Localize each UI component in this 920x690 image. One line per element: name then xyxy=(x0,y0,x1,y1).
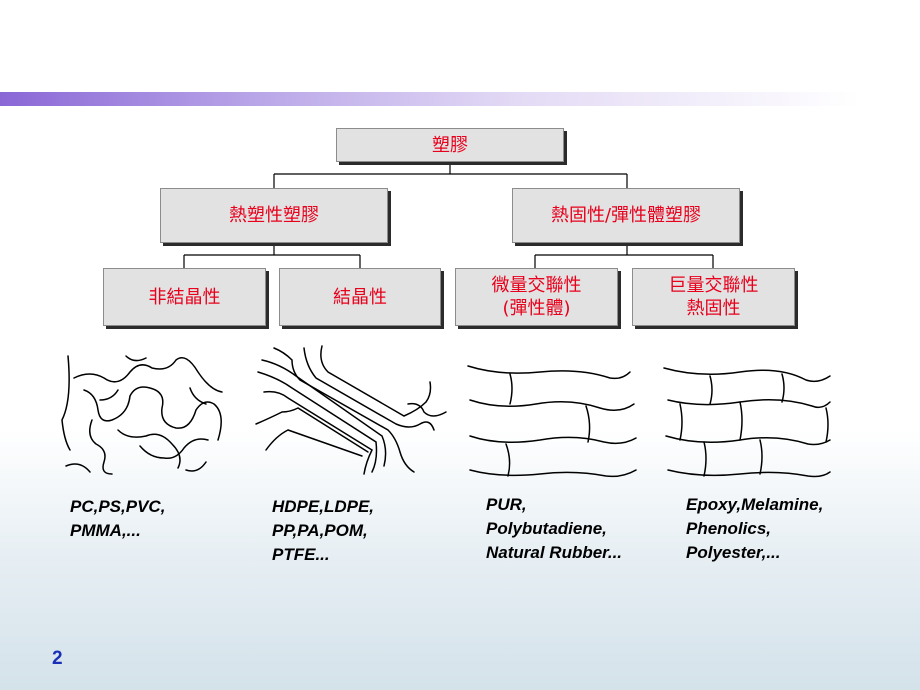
amorphous-node-label: 非結晶性 xyxy=(148,286,221,308)
heavily-crosslinked-label-line1: 巨量交聯性 xyxy=(668,275,759,296)
crystalline-node-label: 結晶性 xyxy=(333,286,387,308)
crystalline-examples: HDPE,LDPE, PP,PA,POM, PTFE... xyxy=(272,495,374,567)
lightly-crosslinked-label-line2: (彈性體) xyxy=(502,298,571,319)
title-accent-bar xyxy=(0,92,860,106)
crystalline-node: 結晶性 xyxy=(279,268,441,326)
lightly-crosslinked-label-line1: 微量交聯性 xyxy=(491,275,582,296)
page-number: 2 xyxy=(52,648,63,669)
amorphous-chain-sketch xyxy=(61,355,223,475)
example-line: PMMA,... xyxy=(70,521,141,540)
thermoplastic-node: 熱塑性塑膠 xyxy=(160,188,388,243)
thermoset-network-sketch xyxy=(663,367,831,478)
lightly-crosslinked-node: 微量交聯性 (彈性體) xyxy=(455,268,618,326)
example-line: PC,PS,PVC, xyxy=(70,497,166,516)
example-line: PTFE... xyxy=(272,545,330,564)
thermoset-node-label: 熱固性/彈性體塑膠 xyxy=(550,205,702,226)
heavily-crosslinked-node: 巨量交聯性 熱固性 xyxy=(632,268,795,326)
example-line: HDPE,LDPE, xyxy=(272,497,375,516)
thermoset-examples: Epoxy,Melamine, Phenolics, Polyester,... xyxy=(686,493,823,565)
root-node-label: 塑膠 xyxy=(432,134,468,156)
example-line: PUR, xyxy=(486,495,527,514)
thermoplastic-node-label: 熱塑性塑膠 xyxy=(229,205,319,226)
amorphous-examples: PC,PS,PVC, PMMA,... xyxy=(70,495,165,543)
example-line: Polyester,... xyxy=(686,543,781,562)
elastomer-network-sketch xyxy=(467,365,637,478)
example-line: PP,PA,POM, xyxy=(272,521,368,540)
example-line: Natural Rubber... xyxy=(486,543,623,562)
root-node-plastics: 塑膠 xyxy=(336,128,564,162)
example-line: Polybutadiene, xyxy=(486,519,607,538)
crystalline-chain-sketch xyxy=(255,345,447,475)
amorphous-node: 非結晶性 xyxy=(103,268,266,326)
heavily-crosslinked-label-line2: 熱固性 xyxy=(686,298,741,319)
elastomer-examples: PUR, Polybutadiene, Natural Rubber... xyxy=(486,493,622,565)
thermoset-node: 熱固性/彈性體塑膠 xyxy=(512,188,740,243)
example-line: Epoxy,Melamine, xyxy=(686,495,824,514)
example-line: Phenolics, xyxy=(686,519,772,538)
